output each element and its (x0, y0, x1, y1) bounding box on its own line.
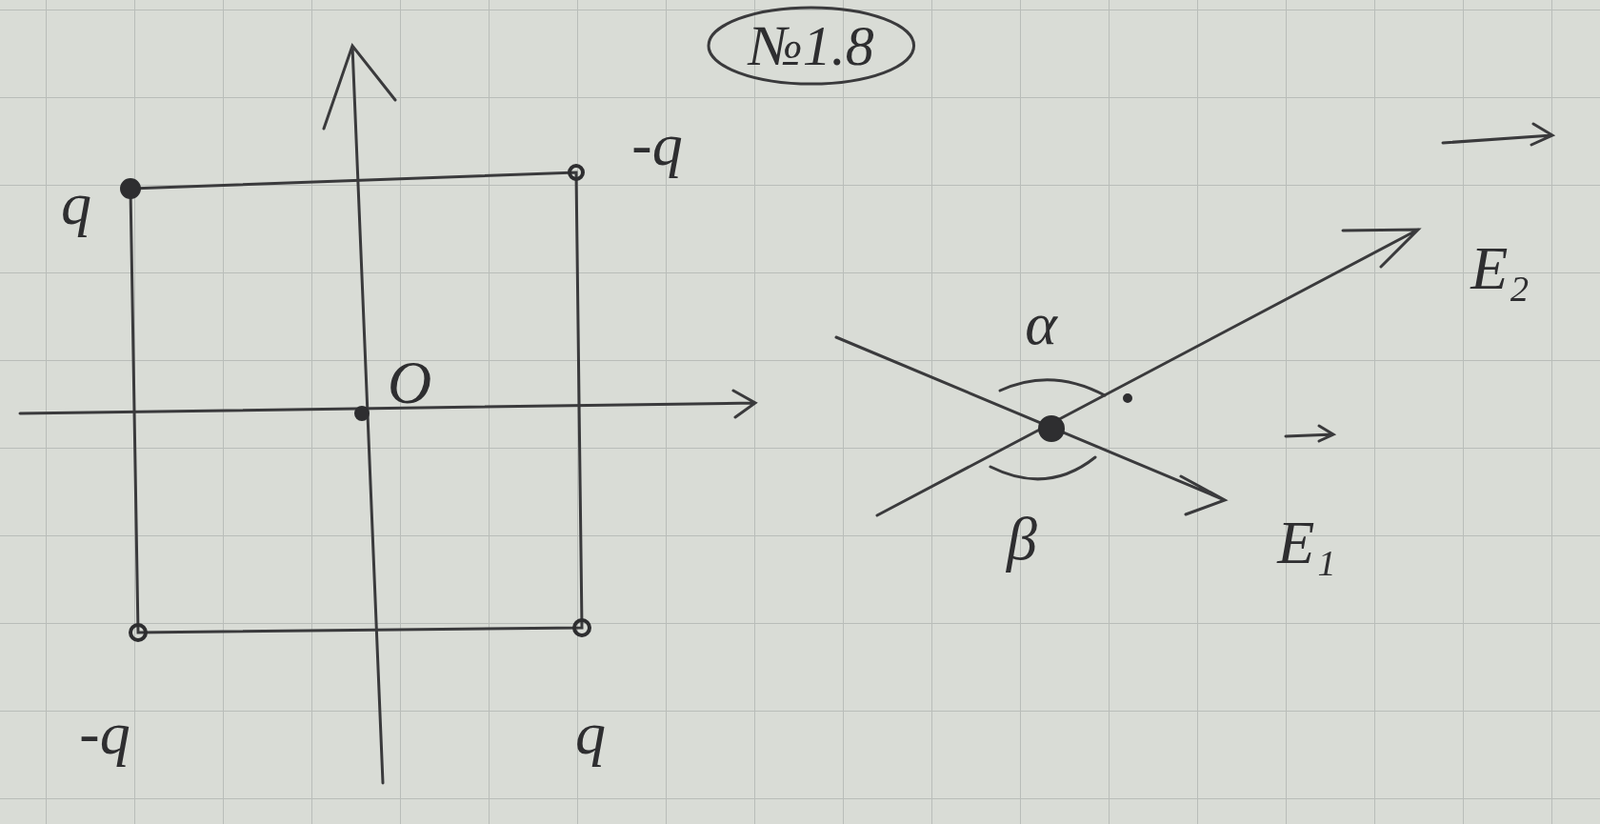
vector-mark (1442, 123, 1553, 145)
vector-e1 (836, 337, 1225, 515)
angle-label: β (1006, 508, 1038, 570)
angle-arc (990, 457, 1096, 480)
ellipse-outline (708, 7, 915, 84)
angle-label: α (1024, 293, 1058, 355)
square (130, 172, 582, 633)
charge-dot (120, 179, 140, 199)
origin-dot (355, 406, 369, 420)
charge-label: q (60, 173, 92, 235)
origin-label: O (387, 352, 432, 414)
vector-e2 (877, 229, 1419, 516)
charge-dot (569, 165, 583, 180)
charge-label: q (575, 702, 606, 764)
charge-label: -q (631, 114, 682, 176)
point-dot (1039, 416, 1064, 441)
vector-mark (1285, 425, 1334, 441)
y-axis (323, 45, 396, 783)
charge-label: -q (79, 702, 130, 764)
charge-dot (130, 624, 146, 640)
problem-number: №1.8 (706, 5, 917, 86)
vector-label: E₂ (1470, 238, 1529, 300)
charge-dot (574, 620, 590, 636)
vector-label: E₁ (1277, 512, 1336, 574)
angle-arc (1000, 380, 1105, 396)
small-dot (1123, 394, 1132, 402)
problem-number-text: №1.8 (748, 17, 875, 75)
